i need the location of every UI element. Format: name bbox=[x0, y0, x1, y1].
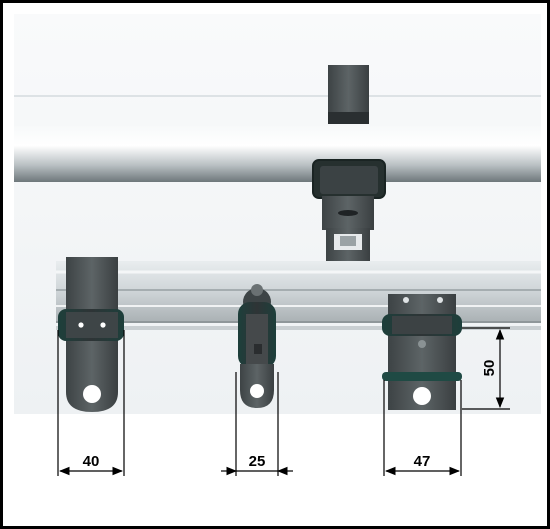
top-block-base bbox=[328, 112, 369, 124]
dimension-clip-a: 40 bbox=[57, 330, 125, 476]
dim-label-clip-c-height: 50 bbox=[481, 360, 498, 377]
clip-b-hole bbox=[250, 384, 264, 398]
clip-c bbox=[382, 294, 462, 410]
clip-a bbox=[58, 257, 124, 412]
dimension-clip-b: 25 bbox=[221, 372, 293, 476]
clip-b bbox=[238, 284, 276, 408]
pipe-clamp bbox=[312, 159, 386, 262]
dim-label-clip-a: 40 bbox=[83, 453, 100, 470]
dimension-clip-c-height: 50 bbox=[462, 327, 510, 410]
mounting-rail bbox=[56, 261, 541, 323]
dimension-clip-c-width: 47 bbox=[383, 380, 462, 476]
large-pipe bbox=[14, 126, 541, 182]
dim-label-clip-c-width: 47 bbox=[414, 453, 431, 470]
clip-c-hole bbox=[413, 387, 431, 405]
dim-label-clip-b: 25 bbox=[249, 453, 266, 470]
clip-a-hole bbox=[83, 385, 101, 403]
